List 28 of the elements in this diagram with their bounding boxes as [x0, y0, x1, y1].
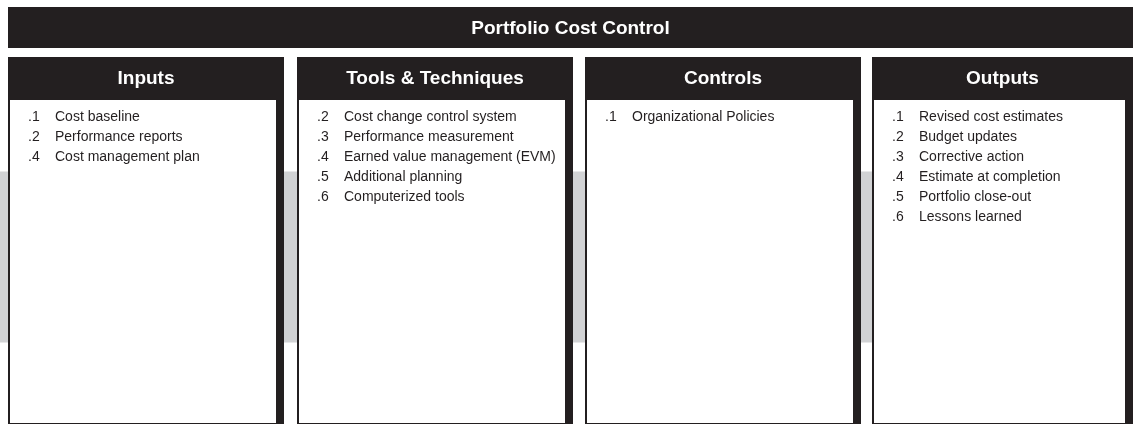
list-item: .4 Cost management plan	[28, 147, 201, 166]
list-item: .1 Organizational Policies	[605, 107, 776, 126]
list-item: .2 Performance reports	[28, 127, 184, 146]
list-item: .6 Computerized tools	[317, 187, 466, 206]
connector-band	[0, 171, 8, 343]
column-box	[297, 57, 573, 424]
column-heading: Controls	[683, 67, 763, 89]
column-box	[872, 57, 1133, 424]
list-item: .5 Portfolio close-out	[892, 187, 1033, 206]
column-box	[585, 57, 861, 424]
list-item: .5 Additional planning	[317, 167, 464, 186]
list-item: .2 Cost change control system	[317, 107, 518, 126]
column-heading: Tools & Techniques	[346, 67, 524, 89]
connector-band	[284, 171, 297, 343]
list-item: .3 Corrective action	[892, 147, 1026, 166]
list-item: .4 Estimate at completion	[892, 167, 1062, 186]
list-item: .1 Cost baseline	[28, 107, 141, 126]
title-bar: Portfolio Cost Control	[8, 7, 1133, 48]
column-box	[8, 57, 284, 424]
connector-band	[861, 171, 872, 343]
list-item: .2 Budget updates	[892, 127, 1019, 146]
list-item: .1 Revised cost estimates	[892, 107, 1064, 126]
list-item: .4 Earned value management (EVM)	[317, 147, 557, 166]
list-item: .6 Lessons learned	[892, 207, 1023, 226]
connector-band	[573, 171, 585, 343]
column-heading: Outputs	[966, 67, 1039, 89]
column-heading: Inputs	[117, 67, 175, 89]
list-item: .3 Performance measurement	[317, 127, 515, 146]
